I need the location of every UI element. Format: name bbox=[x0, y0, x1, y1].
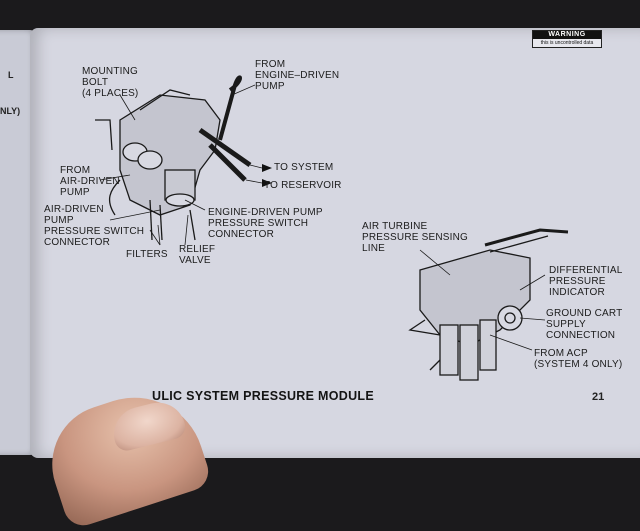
section-title: ULIC SYSTEM PRESSURE MODULE bbox=[152, 389, 375, 403]
label-engine-pump-switch: ENGINE-DRIVEN PUMP PRESSURE SWITCH CONNE… bbox=[208, 207, 323, 240]
lower-module-drawing bbox=[408, 228, 569, 381]
warning-subtitle: this is uncontrolled data bbox=[540, 40, 594, 46]
label-mounting-bolt: MOUNTING BOLT (4 PLACES) bbox=[82, 66, 139, 99]
left-page-fragment: NLY) bbox=[0, 106, 21, 116]
label-from-air-pump: FROM AIR-DRIVEN PUMP bbox=[60, 165, 120, 198]
page-number: 21 bbox=[592, 391, 605, 403]
label-relief-valve: RELIEF VALVE bbox=[179, 244, 216, 266]
upper-leader-lines bbox=[99, 84, 263, 246]
label-filters: FILTERS bbox=[126, 249, 168, 260]
upper-arrows bbox=[262, 164, 272, 187]
lower-leader-lines bbox=[419, 249, 546, 351]
label-to-system: TO SYSTEM bbox=[274, 162, 334, 173]
label-ground-cart: GROUND CART SUPPLY CONNECTION bbox=[546, 308, 623, 341]
label-differential-indicator: DIFFERENTIAL PRESSURE INDICATOR bbox=[549, 265, 623, 298]
label-to-reservoir: TO RESERVOIR bbox=[264, 180, 342, 191]
label-air-pump-switch: AIR-DRIVEN PUMP PRESSURE SWITCH CONNECTO… bbox=[44, 204, 145, 248]
warning-title: WARNING bbox=[533, 31, 601, 39]
manual-page bbox=[30, 28, 640, 458]
label-air-turbine: AIR TURBINE PRESSURE SENSING LINE bbox=[362, 221, 469, 254]
label-from-engine-pump: FROM ENGINE–DRIVEN PUMP bbox=[255, 59, 340, 92]
left-page-fragment: L bbox=[8, 70, 14, 80]
warning-stamp: WARNING this is uncontrolled data bbox=[532, 30, 602, 48]
label-from-acp: FROM ACP (SYSTEM 4 ONLY) bbox=[534, 348, 623, 370]
upper-module-drawing bbox=[95, 75, 252, 241]
hydraulic-module-diagrams bbox=[95, 75, 569, 381]
